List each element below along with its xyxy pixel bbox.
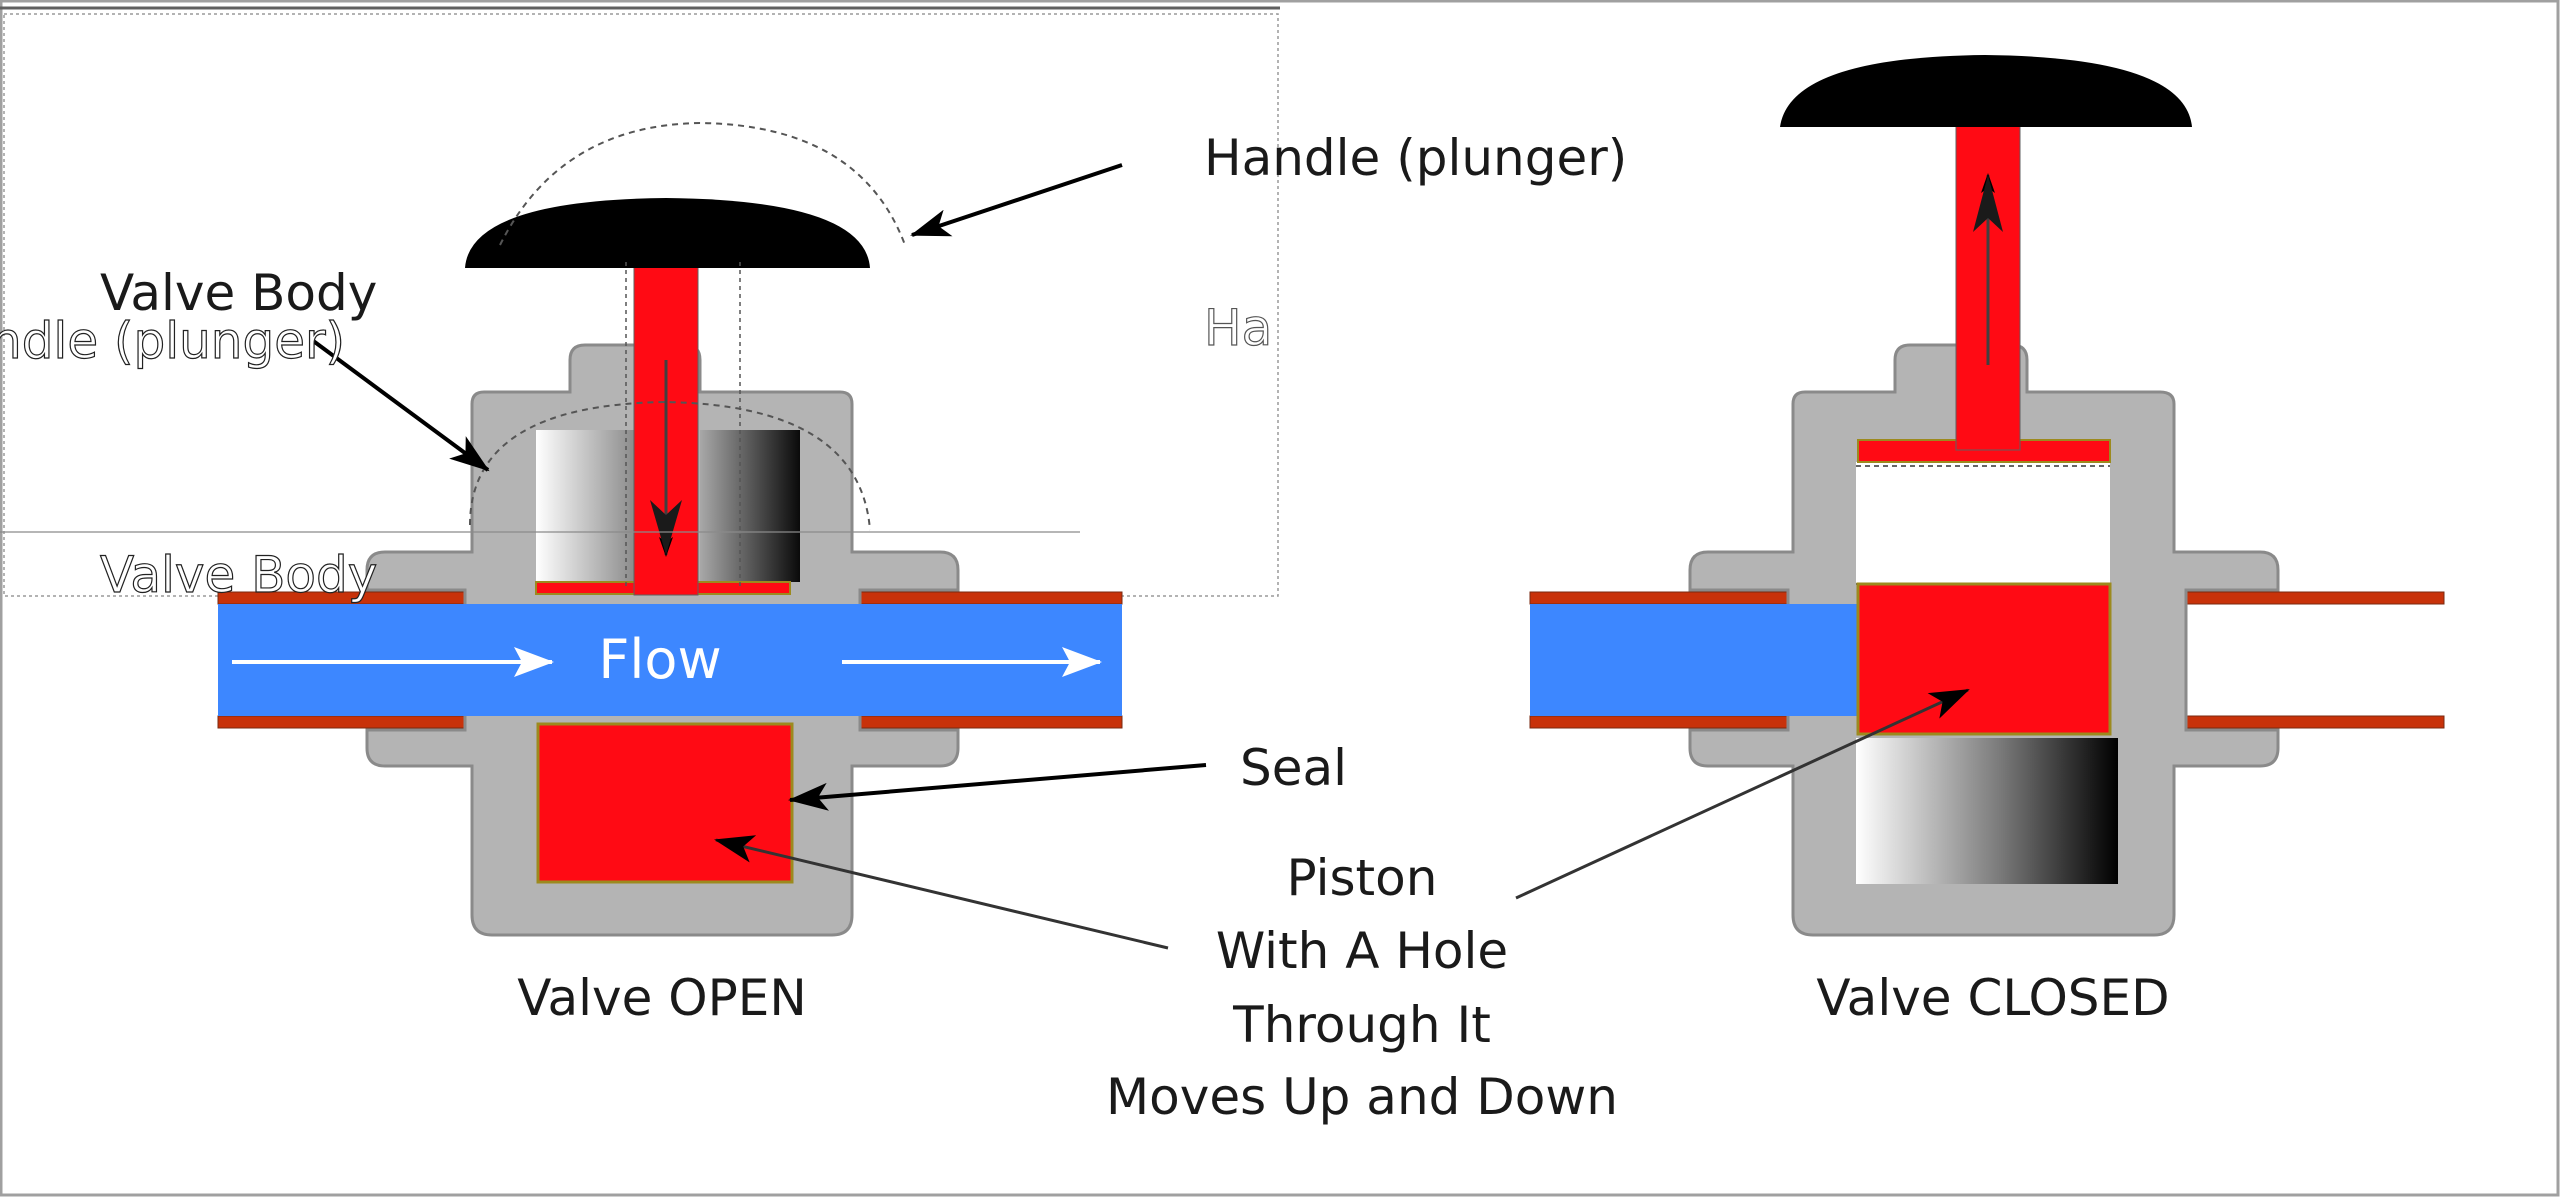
closed-right-pipe-bottom-stripe [2185,715,2445,729]
closed-flow-channel [1530,604,1860,716]
handle-cap-open [465,198,870,268]
valve-body-label-ghost: Valve Body [100,546,377,604]
piston-lower-open [536,722,794,884]
valve-closed-diagram [1529,55,2445,937]
piston-callout-arrow-right [1515,688,1970,900]
right-pipe-bottom-stripe [859,715,1123,729]
valve-body-label-upper: Valve Body [100,264,377,322]
closed-piston-body [1856,582,2112,736]
valve-open-caption: Valve OPEN [517,969,807,1027]
valve-open-diagram: Flow [0,121,1123,937]
seal-label: Seal [1240,739,1347,797]
piston-label-line3: Through It [1232,996,1491,1054]
piston-label-line2: With A Hole [1216,922,1508,980]
valve-closed-caption: Valve CLOSED [1816,969,2169,1027]
closed-left-pipe-bottom-stripe [1529,715,1789,729]
valve-body-callout-arrow [310,338,490,472]
left-pipe-bottom-stripe [217,715,469,729]
stem-arrowhead [650,500,682,555]
piston-callout-arrow-left [714,835,1169,950]
piston-label-line4: Moves Up and Down [1106,1068,1618,1126]
upper-chamber-left-gradient [536,430,636,582]
ghost-handle-dashed-arc [499,121,906,246]
flow-label: Flow [598,628,721,691]
stem-up-arrowhead [1973,175,2003,232]
handle-label: Handle (plunger) [1204,129,1627,187]
ghost-handle-clip: Ha [1204,299,1272,357]
ghost-body-dashed-arc [469,400,871,531]
closed-left-pipe-top-stripe [1529,591,1789,605]
handle-callout-arrow [910,163,1123,237]
piston-label-line1: Piston [1287,849,1438,907]
right-pipe-top-stripe [859,591,1123,605]
ghost-handle-fragment: ndle (plunger) [0,312,345,370]
closed-lower-chamber [1856,738,2118,884]
closed-right-pipe-top-stripe [2185,591,2445,605]
upper-chamber-right-gradient [700,430,800,582]
handle-cap-closed [1780,55,2192,127]
seal-callout-arrow [788,763,1207,811]
closed-upper-chamber [1856,462,2110,584]
